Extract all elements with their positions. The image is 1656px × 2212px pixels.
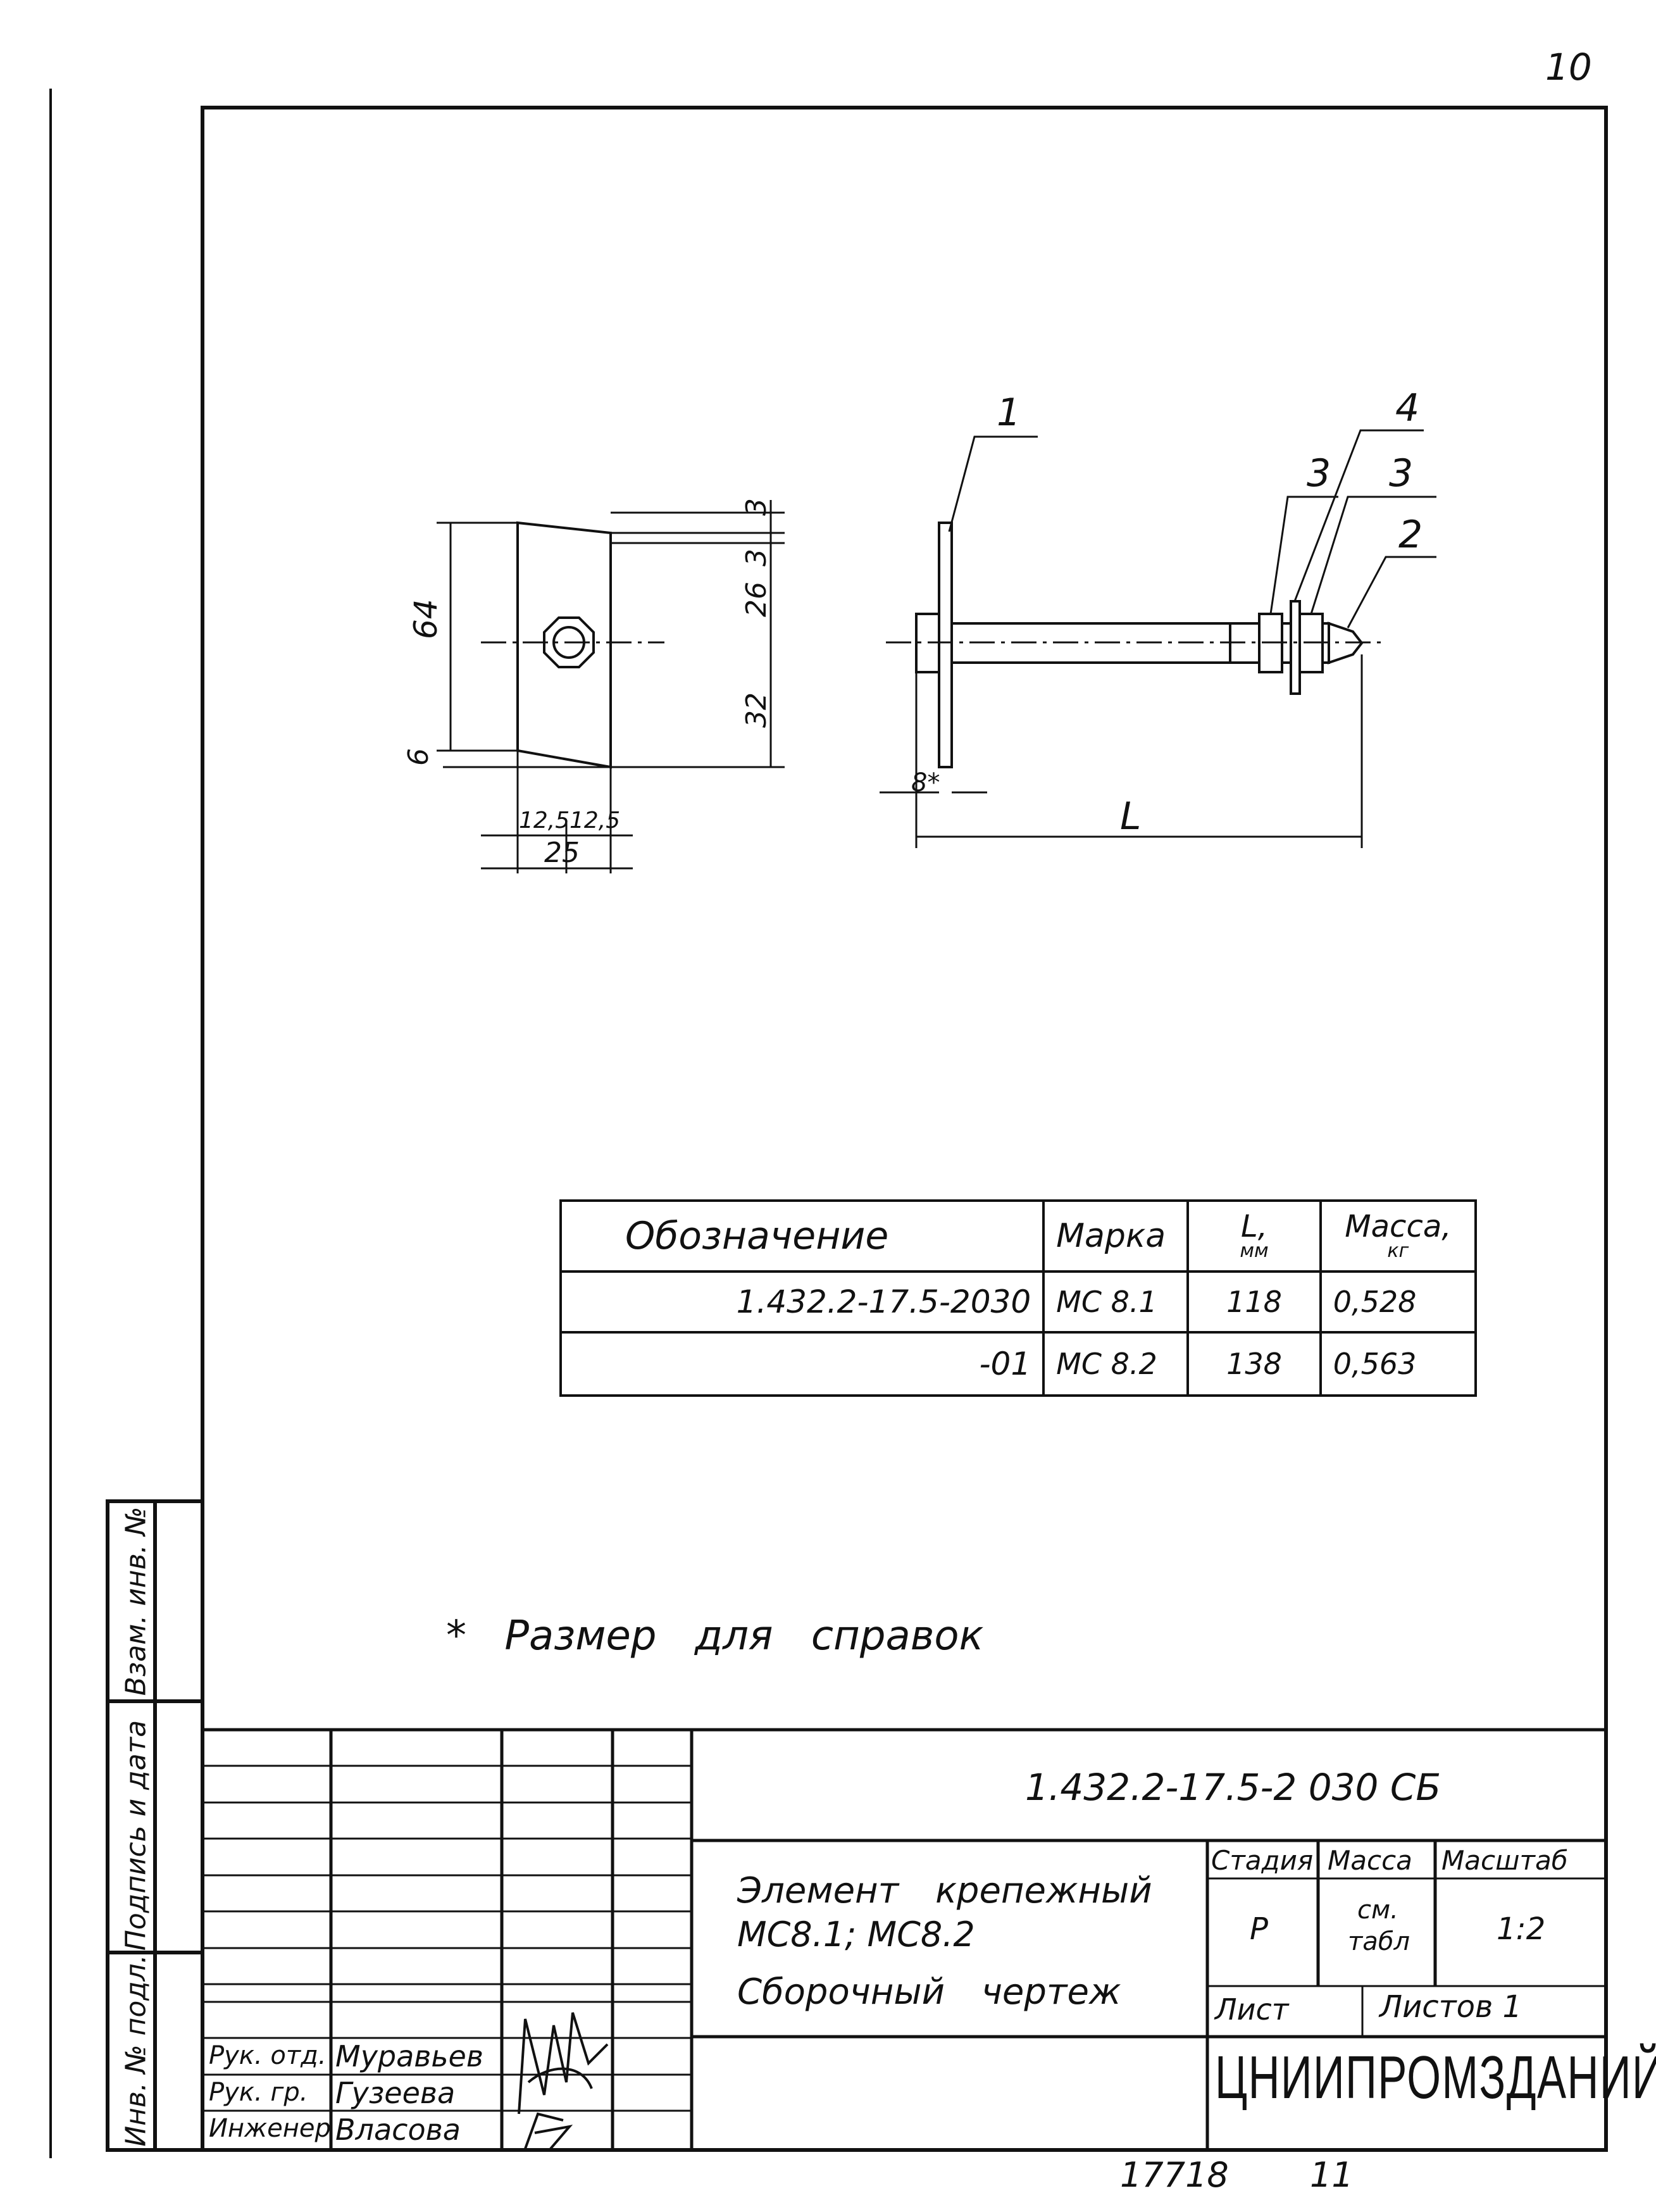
cell-mark: МС 8.1	[1042, 1270, 1190, 1334]
cell-designation: 1.432.2-17.5-2030	[559, 1270, 1045, 1334]
th-length-unit: мм	[1240, 1240, 1269, 1262]
staff-name-1: Муравьев	[335, 2039, 483, 2073]
page-number: 10	[1545, 46, 1592, 89]
staff-name-3: Власова	[335, 2113, 461, 2147]
dim-length: L	[1120, 794, 1141, 839]
sheets-label: Листов 1	[1379, 1989, 1522, 2025]
th-length-label: L,	[1240, 1209, 1267, 1244]
dim-bottom: 6	[402, 748, 435, 766]
cell-length: 138	[1186, 1331, 1322, 1397]
dim-upper: 26	[740, 582, 773, 617]
cell-mass: 0,528	[1319, 1270, 1478, 1334]
title-line-1: Элемент крепежный	[737, 1870, 1152, 1911]
staff-role-1: Рук. отд.	[209, 2041, 327, 2070]
cell-mark: МС 8.2	[1042, 1331, 1190, 1397]
dim-mid: 3	[740, 549, 773, 566]
stage-header: Стадия	[1211, 1845, 1314, 1876]
dim-top: 3	[740, 498, 773, 516]
mass-value-line-1: см.	[1357, 1896, 1398, 1925]
staff-name-2: Гузеева	[335, 2076, 456, 2110]
callout-3b: 3	[1389, 451, 1413, 496]
sheet-label: Лист	[1215, 1992, 1289, 2027]
callout-4: 4	[1395, 386, 1419, 430]
stage-value: Р	[1250, 1911, 1268, 1947]
scale-value: 1:2	[1497, 1911, 1546, 1947]
callout-3a: 3	[1307, 451, 1331, 496]
table-row: -01 МС 8.2 138 0,563	[559, 1331, 1478, 1397]
staff-role-3: Инженер	[209, 2114, 331, 2143]
cell-designation: -01	[559, 1331, 1045, 1397]
staff-role-2: Рук. гр.	[209, 2078, 308, 2107]
cell-mass: 0,563	[1319, 1331, 1478, 1397]
organization-name: ЦНИИПРОМЗДАНИЙ	[1215, 2044, 1656, 2111]
footer-sheet-number: 11	[1310, 2155, 1354, 2195]
callout-2: 2	[1398, 513, 1423, 557]
footer-inventory-number: 17718	[1120, 2155, 1229, 2195]
dim-width: 25	[544, 837, 580, 869]
th-mass: Масса, кг	[1319, 1199, 1478, 1273]
scale-header: Масштаб	[1441, 1845, 1568, 1876]
drawing-code: 1.432.2-17.5-2 030 СБ	[1025, 1766, 1441, 1809]
mass-value-line-2: табл	[1348, 1927, 1410, 1956]
spec-table: Обозначение Марка L, мм Масса, кг 1.432.…	[559, 1199, 1478, 1397]
th-length: L, мм	[1186, 1199, 1322, 1273]
dim-lower: 32	[740, 692, 773, 728]
th-mark: Марка	[1042, 1199, 1190, 1273]
title-line-3: Сборочный чертеж	[737, 1971, 1121, 2013]
callout-1: 1	[997, 391, 1021, 435]
nut-octagon	[543, 616, 595, 668]
mass-header: Масса	[1328, 1845, 1412, 1876]
dim-height: 64	[408, 599, 444, 639]
th-designation: Обозначение	[559, 1199, 1045, 1273]
signature-marks	[518, 2012, 609, 2150]
dim-half-left: 12,5	[519, 808, 570, 834]
dim-half-right: 12,5	[570, 808, 620, 834]
cell-length: 118	[1186, 1270, 1322, 1334]
title-line-2: МС8.1; МС8.2	[737, 1915, 975, 1954]
table-row: 1.432.2-17.5-2030 МС 8.1 118 0,528	[559, 1270, 1478, 1334]
reference-note: * Размер для справок	[446, 1613, 984, 1659]
dim-thickness: 8*	[911, 768, 940, 797]
th-mass-label: Масса,	[1345, 1209, 1452, 1244]
th-mass-unit: кг	[1387, 1240, 1409, 1262]
